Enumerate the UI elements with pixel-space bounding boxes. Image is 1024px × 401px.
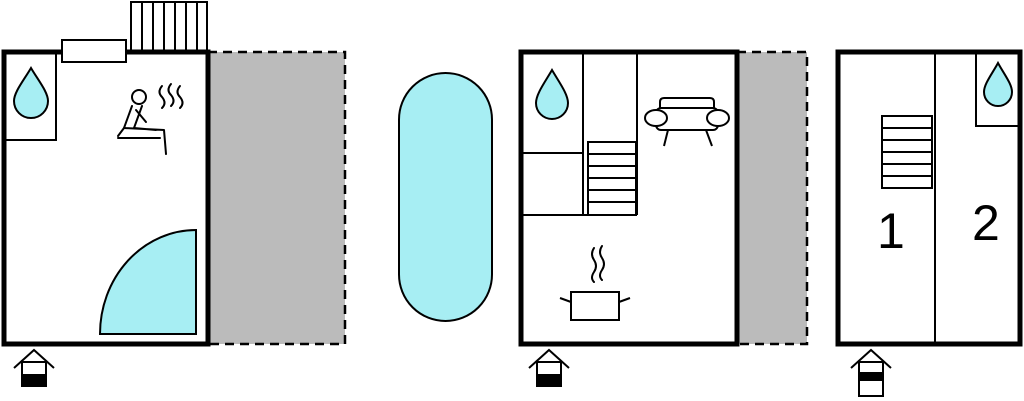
terrace-dashed-outline: [208, 50, 347, 346]
outer-wall: [835, 49, 1023, 347]
cooking-pot-icon: [559, 245, 631, 321]
room-number-2: 2: [972, 195, 1000, 251]
shower-area: [3, 51, 57, 141]
water-drop-icon: [982, 60, 1014, 107]
entrance-icon: [850, 348, 892, 397]
interior-walls: [521, 52, 638, 216]
plan-ground-floor: [518, 49, 809, 387]
staircase-icon: [587, 141, 637, 216]
entrance-icon: [528, 348, 570, 387]
swimming-pool: [398, 72, 493, 322]
sofa-icon: [644, 97, 730, 147]
outer-wall: [518, 49, 740, 347]
room-number-1: 1: [877, 203, 905, 259]
window: [61, 39, 127, 63]
plan-upper-floor: 1 2: [835, 49, 1023, 397]
staircase-icon: [130, 1, 208, 53]
entrance-icon: [13, 348, 55, 387]
bathroom: [975, 51, 1021, 127]
water-drop-icon: [12, 66, 50, 119]
sauna-icon: [117, 83, 184, 155]
hot-tub: [98, 228, 197, 335]
water-drop-icon: [534, 68, 570, 120]
staircase-icon: [881, 115, 933, 189]
terrace-dashed-outline: [737, 50, 809, 346]
terrace-area: [208, 52, 345, 344]
terrace-area: [737, 52, 807, 344]
plan-sauna-house: [1, 1, 347, 387]
